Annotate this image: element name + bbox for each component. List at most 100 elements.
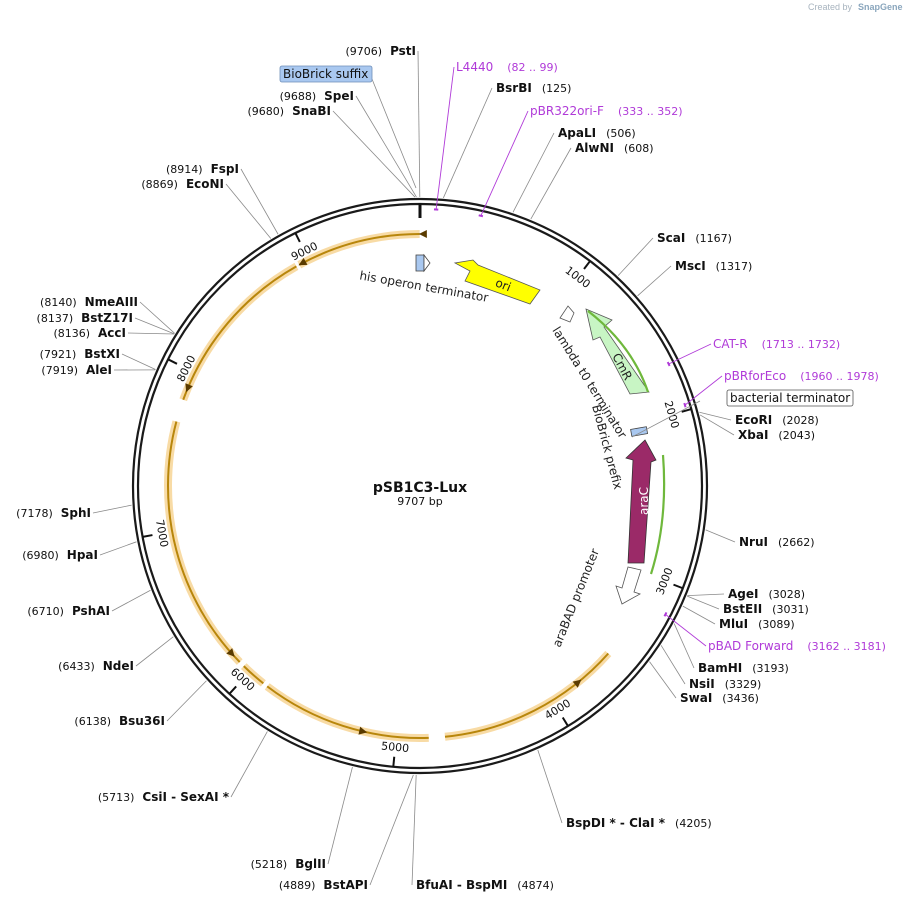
site-position: (6980)	[22, 549, 59, 562]
primer-pbr322ori-f[interactable]: pBR322ori-F(333 .. 352)	[478, 104, 683, 218]
site-bsrbi[interactable]: BsrBI(125)	[442, 81, 571, 199]
site-name: NmeAIII	[85, 295, 138, 309]
site-csii-sexai-[interactable]: CsiI - SexAI *(5713)	[98, 731, 268, 804]
orf-arc[interactable]	[167, 421, 241, 663]
orf-arc[interactable]	[444, 652, 610, 738]
site-position: (5218)	[251, 858, 288, 871]
site-position: (1167)	[695, 232, 732, 245]
bacterial-terminator-callout[interactable]: bacterial terminator	[631, 389, 854, 438]
orf-arrowhead	[185, 383, 193, 393]
primer-leader	[668, 343, 712, 365]
primer-range: (1713 .. 1732)	[762, 338, 841, 351]
biobrick-suffix-box	[279, 65, 373, 83]
site-name: BstAPI	[323, 878, 368, 892]
site-bamhi[interactable]: BamHI(3193)	[673, 623, 789, 675]
orf-arc[interactable]	[266, 685, 429, 739]
arabad-promoter-feature[interactable]: araBAD promoter	[550, 547, 642, 649]
tick-mark	[142, 534, 153, 538]
site-name: BstZ17I	[81, 311, 133, 325]
orf-arrowhead	[226, 648, 235, 657]
site-bspdi-clai-[interactable]: BspDI * - ClaI *(4205)	[537, 749, 712, 830]
site-msci[interactable]: MscI (1317)	[637, 259, 753, 297]
site-ecori[interactable]: EcoRI (2028)	[699, 411, 819, 427]
site-econi[interactable]: EcoNI(8869)	[141, 177, 272, 239]
site-leader	[139, 301, 175, 334]
site-position: (8136)	[53, 327, 90, 340]
site-name: EcoRI	[735, 413, 772, 427]
site-alei[interactable]: AleI(7919)	[41, 363, 156, 377]
site-leader	[512, 132, 555, 213]
arac-arrow	[625, 439, 657, 564]
ori-feature[interactable]: ori	[453, 259, 541, 305]
site-bfuai-bspmi[interactable]: BfuAI - BspMI(4874)	[411, 774, 554, 892]
site-mlui[interactable]: MluI(3089)	[682, 605, 795, 631]
site-position: (1317)	[716, 260, 753, 273]
site-leader	[660, 645, 686, 685]
orf-glow	[444, 650, 612, 741]
tick-label: 2000	[662, 399, 682, 429]
orf-arc[interactable]	[182, 265, 297, 401]
site-bsteii[interactable]: BstEII(3031)	[687, 595, 809, 616]
site-name: SpeI	[324, 89, 354, 103]
site-position: (2028)	[782, 414, 819, 427]
primer-l4440[interactable]: L4440(82 .. 99)	[433, 60, 558, 211]
primer-cat-r[interactable]: CAT-R(1713 .. 1732)	[666, 337, 841, 367]
site-leader	[332, 110, 416, 198]
site-sphi[interactable]: SphI(7178)	[16, 504, 132, 520]
site-name: XbaI	[738, 428, 768, 442]
site-nmeaiii[interactable]: NmeAIII(8140)	[40, 295, 175, 334]
orf-arcs	[164, 229, 612, 742]
site-fspi[interactable]: FspI(8914)	[166, 162, 279, 235]
site-leader	[682, 605, 716, 625]
primer-leader	[665, 613, 707, 647]
orf-glow	[264, 683, 429, 742]
site-name: NdeI	[103, 659, 134, 673]
site-bsu36i[interactable]: Bsu36I(6138)	[74, 680, 207, 728]
primer-pbrforeco[interactable]: pBRforEco(1960 .. 1978)	[683, 369, 879, 408]
site-position: (8869)	[141, 178, 178, 191]
orf-arc[interactable]	[243, 665, 264, 685]
biobrick-suffix-callout[interactable]: BioBrick suffix	[279, 65, 417, 189]
primer-pbad-forward[interactable]: pBAD Forward(3162 .. 3181)	[663, 611, 886, 653]
site-bstapi[interactable]: BstAPI(4889)	[279, 774, 414, 892]
orf-arc[interactable]	[298, 233, 420, 266]
site-bstxi[interactable]: BstXI(7921)	[40, 347, 156, 370]
site-acci[interactable]: AccI(8136)	[53, 326, 175, 340]
site-apali[interactable]: ApaLI(506)	[512, 126, 636, 213]
site-leader	[355, 95, 417, 198]
arabad-promoter-label: araBAD promoter	[550, 547, 602, 649]
plasmid-length: 9707 bp	[397, 495, 442, 508]
site-scai[interactable]: ScaI(1167)	[617, 231, 732, 276]
site-position: (608)	[624, 142, 654, 155]
site-name: SnaBI	[292, 104, 331, 118]
site-ndei[interactable]: NdeI(6433)	[58, 636, 174, 673]
site-pshai[interactable]: PshAI(6710)	[27, 589, 151, 618]
site-swai[interactable]: SwaI(3436)	[649, 661, 759, 705]
site-nrui[interactable]: NruI(2662)	[705, 529, 815, 549]
site-psti[interactable]: PstI(9706)	[345, 44, 421, 198]
site-name: MscI	[675, 259, 706, 273]
arac-feature[interactable]: araC	[625, 439, 666, 575]
site-name: BglII	[295, 857, 326, 871]
primer-leader	[684, 375, 723, 406]
site-hpai[interactable]: HpaI(6980)	[22, 541, 137, 562]
tick-mark	[561, 717, 569, 727]
site-nsii[interactable]: NsiI(3329)	[660, 645, 761, 691]
site-leader	[127, 332, 175, 335]
primer-annotations: L4440(82 .. 99)pBR322ori-F(333 .. 352) CA…	[433, 60, 886, 653]
site-bstz17i[interactable]: BstZ17I(8137)	[37, 311, 175, 335]
biobrick-suffix-label: BioBrick suffix	[283, 67, 368, 81]
site-spei[interactable]: SpeI(9688)	[280, 89, 417, 198]
site-xbai[interactable]: XbaI(2043)	[699, 414, 815, 442]
site-name: BsrBI	[496, 81, 532, 95]
site-leader	[369, 774, 414, 886]
arac-green-arc	[649, 454, 666, 575]
site-agei[interactable]: AgeI(3028)	[687, 587, 805, 601]
site-name: PstI	[390, 44, 416, 58]
site-bglii[interactable]: BglII (5218)	[251, 766, 353, 871]
site-leader	[687, 595, 720, 610]
site-snabi[interactable]: SnaBI(9680)	[248, 104, 416, 198]
site-name: AgeI	[728, 587, 758, 601]
orf-glow	[179, 262, 299, 402]
site-alwni[interactable]: AlwNI(608)	[530, 141, 654, 220]
